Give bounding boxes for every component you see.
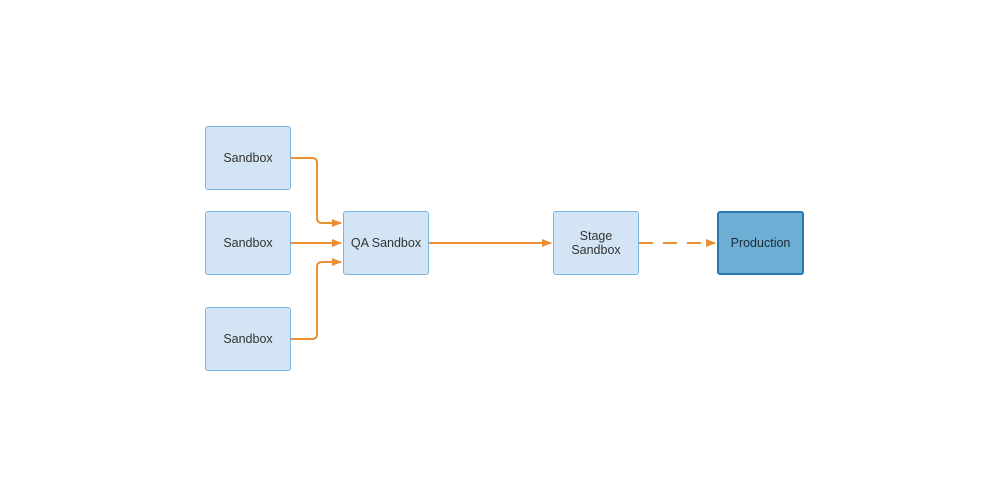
node-label: QA Sandbox xyxy=(350,236,422,250)
node-label: Sandbox xyxy=(223,332,273,346)
stage-sandbox-node[interactable]: Stage Sandbox xyxy=(553,211,639,275)
sandbox-node-1[interactable]: Sandbox xyxy=(205,126,291,190)
production-node[interactable]: Production xyxy=(717,211,804,275)
sandbox-node-3[interactable]: Sandbox xyxy=(205,307,291,371)
sandbox-node-2[interactable]: Sandbox xyxy=(205,211,291,275)
node-label: Sandbox xyxy=(223,236,273,250)
edge-sandbox-1-to-qa xyxy=(291,157,342,227)
node-label: Sandbox xyxy=(223,151,273,165)
node-label: Production xyxy=(730,236,791,250)
edge-sandbox-3-to-qa xyxy=(291,258,342,340)
qa-sandbox-node[interactable]: QA Sandbox xyxy=(343,211,429,275)
node-label: Stage Sandbox xyxy=(571,229,621,257)
